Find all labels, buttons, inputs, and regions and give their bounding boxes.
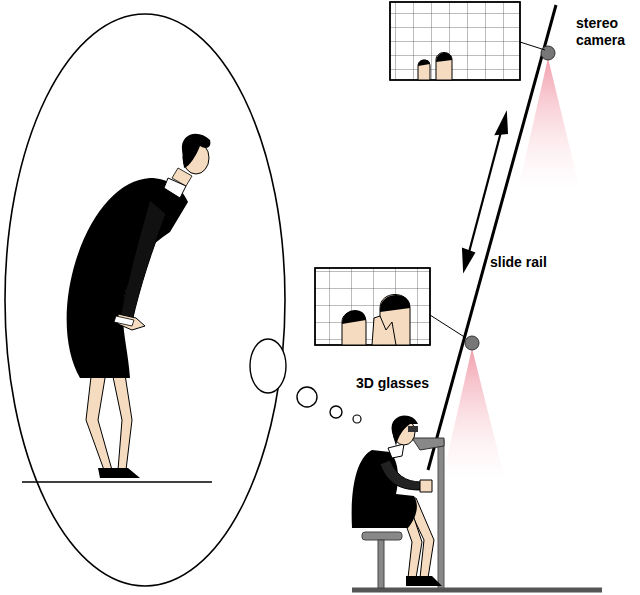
thought-bubble (297, 387, 317, 407)
seated-user (352, 416, 602, 590)
camera-image (390, 2, 545, 80)
stereo-camera (541, 46, 555, 60)
camera-image (315, 268, 466, 345)
stereo-camera (465, 336, 479, 350)
rail-label: slide rail (490, 254, 580, 271)
slide-arrow (463, 114, 507, 270)
thought-ellipse (5, 14, 285, 586)
thought-bubble (250, 339, 286, 393)
thought-bubble (353, 415, 361, 423)
camera-view-cone (442, 348, 505, 480)
glasses-label: 3D glasses (356, 375, 446, 392)
standing-woman (22, 134, 212, 482)
camera-label: stereo camera (576, 15, 638, 49)
camera-view-cone (518, 58, 580, 190)
thought-bubble (330, 406, 342, 418)
